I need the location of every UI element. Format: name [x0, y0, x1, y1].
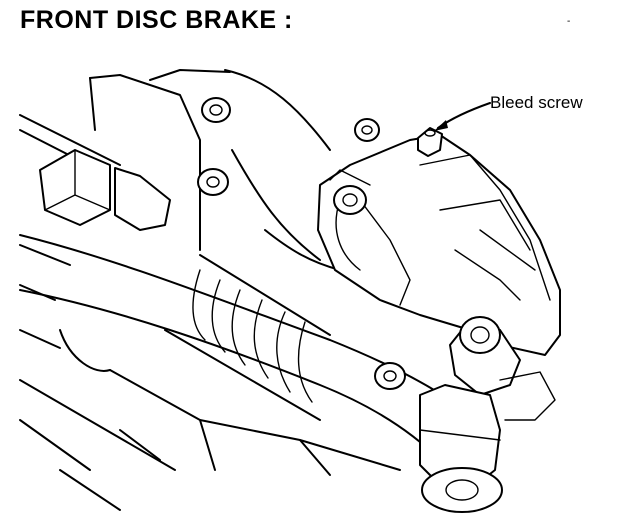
stray-mark: - — [567, 16, 571, 27]
ball-joint — [419, 371, 556, 513]
arrow-icon — [434, 102, 491, 131]
caliper-drawing — [317, 118, 561, 396]
control-arm — [19, 234, 451, 476]
bolt-icon — [197, 97, 406, 390]
cv-boot — [164, 254, 331, 421]
drive-shaft — [19, 114, 176, 511]
bleed-screw-label: Bleed screw — [490, 93, 583, 112]
page-title: FRONT DISC BRAKE : — [20, 6, 293, 34]
